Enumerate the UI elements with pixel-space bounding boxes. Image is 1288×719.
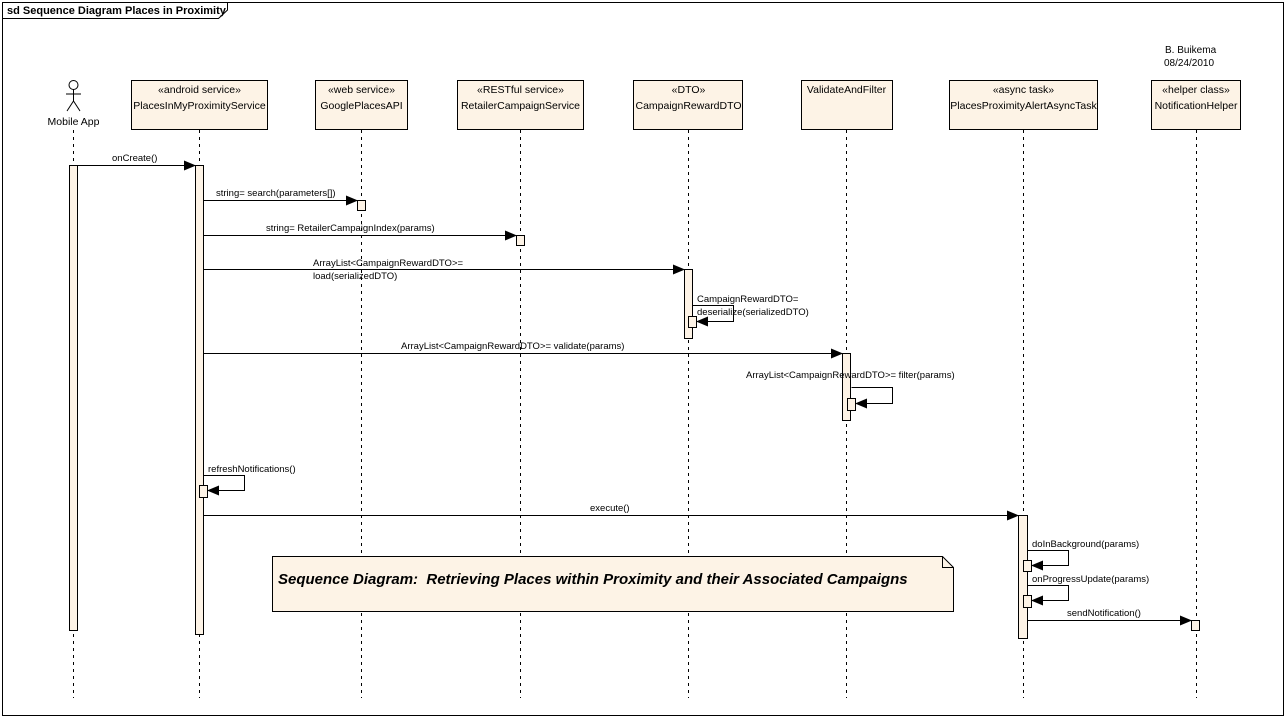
message-execute: execute()	[203, 503, 1019, 521]
actor-head-icon	[68, 80, 79, 90]
header-name: GooglePlacesAPI	[320, 100, 402, 112]
message-label-line1: CampaignRewardDTO=	[697, 294, 799, 305]
activation-validate-self	[847, 398, 856, 411]
header-stereotype: «DTO»	[672, 84, 706, 96]
actor-left-leg	[66, 100, 74, 112]
message-validate: ArrayList<CampaignRewardDTO>= validate(p…	[203, 341, 843, 359]
note-fold	[942, 556, 954, 568]
message-label: onProgressUpdate(params)	[1032, 574, 1149, 585]
header-name: PlacesProximityAlertAsyncTask	[950, 100, 1097, 112]
author-date: 08/24/2010	[1164, 58, 1214, 69]
message-self-arrow	[851, 387, 893, 409]
header-notify: «helper class» NotificationHelper	[1151, 80, 1241, 130]
message-self-arrow	[203, 475, 245, 496]
message-search: string= search(parameters[])	[203, 188, 358, 206]
message-label: doInBackground(params)	[1032, 539, 1139, 550]
header-box	[131, 80, 268, 130]
message-load: ArrayList<CampaignRewardDTO>= load(seria…	[203, 258, 685, 282]
message-self-arrow	[1027, 550, 1069, 571]
message-label-line2: deserialize(serializedDTO)	[697, 307, 809, 318]
note: Sequence Diagram: Retrieving Places with…	[272, 556, 954, 612]
header-name: CampaignRewardDTO	[635, 100, 741, 112]
header-places: «android service» PlacesInMyProximitySer…	[131, 80, 268, 130]
header-validate: ValidateAndFilter	[801, 80, 893, 130]
message-label-line1: ArrayList<CampaignRewardDTO>=	[313, 258, 463, 269]
message-label-line2: load(serializedDTO)	[313, 271, 397, 282]
message-refresh-notifications: refreshNotifications()	[203, 464, 296, 496]
activation-mobile	[69, 165, 78, 631]
header-name: PlacesInMyProximityService	[133, 100, 266, 112]
activation-retailer	[516, 235, 525, 246]
activation-dto-self	[688, 316, 697, 328]
message-send-notification: sendNotification()	[1027, 608, 1192, 626]
message-on-progress-update: onProgressUpdate(params)	[1027, 574, 1149, 606]
header-name: RetailerCampaignService	[461, 100, 580, 112]
message-deserialize: CampaignRewardDTO= deserialize(serialize…	[692, 294, 809, 327]
message-label: refreshNotifications()	[208, 464, 296, 475]
message-label: sendNotification()	[1067, 608, 1141, 619]
header-name: NotificationHelper	[1155, 100, 1238, 112]
message-self-arrow	[692, 305, 734, 327]
header-google: «web service» GooglePlacesAPI	[315, 80, 408, 130]
header-stereotype: «RESTful service»	[477, 84, 564, 96]
note-text: Sequence Diagram: Retrieving Places with…	[278, 571, 908, 588]
message-label: execute()	[590, 503, 630, 514]
note-box	[272, 556, 954, 612]
header-stereotype: «async task»	[993, 84, 1054, 96]
header-box	[633, 80, 743, 130]
header-stereotype: «web service»	[328, 84, 395, 96]
header-retailer: «RESTful service» RetailerCampaignServic…	[457, 80, 584, 130]
header-box	[949, 80, 1098, 130]
activation-places	[195, 165, 204, 635]
author-name: B. Buikema	[1165, 45, 1217, 56]
frame-title: sd Sequence Diagram Places in Proximity	[7, 5, 227, 17]
message-label: string= RetailerCampaignIndex(params)	[266, 223, 435, 234]
activation-asynctask-self-2	[1023, 595, 1032, 608]
message-label: ArrayList<CampaignRewardDTO>= validate(p…	[401, 341, 624, 352]
message-label: string= search(parameters[])	[216, 188, 336, 199]
message-self-arrow	[1027, 585, 1069, 606]
activation-notify	[1191, 620, 1200, 631]
activation-asynctask	[1018, 515, 1028, 639]
header-stereotype: «android service»	[158, 84, 241, 96]
header-box	[457, 80, 584, 130]
header-asynctask: «async task» PlacesProximityAlertAsyncTa…	[949, 80, 1098, 130]
message-label: onCreate()	[112, 153, 157, 164]
activations	[69, 165, 1200, 639]
header-box	[801, 80, 893, 130]
actor-name: Mobile App	[48, 116, 100, 128]
header-name: ValidateAndFilter	[807, 84, 887, 96]
header-box	[315, 80, 408, 130]
header-box	[1151, 80, 1241, 130]
message-label: ArrayList<CampaignRewardDTO>= filter(par…	[746, 370, 955, 381]
frame-title-tab	[2, 2, 228, 19]
lifelines	[73, 130, 1197, 698]
message-oncreate: onCreate()	[77, 153, 196, 171]
activation-validate	[842, 353, 851, 421]
activation-asynctask-self-1	[1023, 560, 1032, 572]
message-filter: ArrayList<CampaignRewardDTO>= filter(par…	[746, 370, 955, 409]
actor-right-leg	[73, 100, 81, 112]
activation-dto	[684, 269, 693, 339]
header-stereotype: «helper class»	[1162, 84, 1230, 96]
header-dto: «DTO» CampaignRewardDTO	[633, 80, 743, 130]
message-do-in-background: doInBackground(params)	[1027, 539, 1139, 571]
message-retailer-index: string= RetailerCampaignIndex(params)	[203, 223, 517, 241]
actor-mobile-app	[66, 80, 81, 112]
activation-google	[357, 200, 366, 211]
activation-places-self	[199, 485, 208, 498]
